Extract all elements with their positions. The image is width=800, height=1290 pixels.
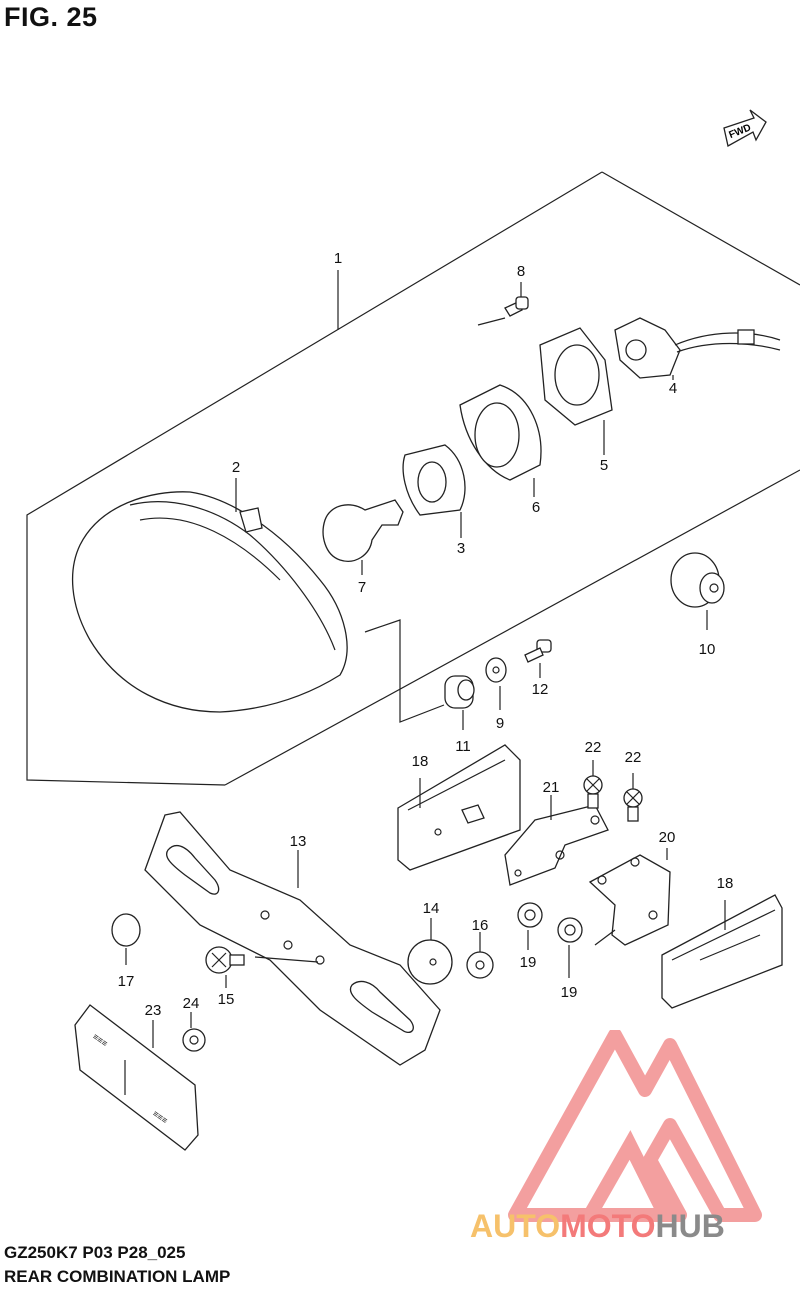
screw-15-part bbox=[205, 946, 245, 988]
socket-ring-part bbox=[459, 384, 542, 497]
logo-moto: MOTO bbox=[560, 1208, 655, 1244]
screw-22a-part bbox=[583, 760, 603, 809]
grommet-14-part bbox=[407, 918, 453, 985]
callout-12: 12 bbox=[532, 681, 549, 698]
automotohub-logo: AUTOMOTOHUB bbox=[470, 1030, 762, 1244]
nut-19b-part bbox=[557, 917, 583, 978]
callout-6: 6 bbox=[532, 499, 540, 516]
nut-19a-part bbox=[517, 902, 543, 950]
callout-8: 8 bbox=[517, 263, 525, 280]
license-bracket-13-part bbox=[144, 811, 441, 1066]
callout-20: 20 bbox=[659, 829, 676, 846]
lamp-housing-part bbox=[72, 478, 348, 713]
callout-18b: 18 bbox=[717, 875, 734, 892]
screw-12-part bbox=[524, 639, 552, 678]
callout-22a: 22 bbox=[585, 739, 602, 756]
callout-22b: 22 bbox=[625, 749, 642, 766]
grommet-11-part bbox=[364, 619, 475, 730]
callout-23: 23 bbox=[145, 1002, 162, 1019]
reflector-18a-part bbox=[397, 744, 521, 871]
screw-8-part bbox=[477, 282, 529, 326]
nut-24-part bbox=[182, 1012, 206, 1052]
callout-3: 3 bbox=[457, 540, 465, 557]
footer-diagram-name: REAR COMBINATION LAMP bbox=[4, 1267, 231, 1286]
callout-4: 4 bbox=[669, 380, 677, 397]
callout-17: 17 bbox=[118, 973, 135, 990]
callout-7: 7 bbox=[358, 579, 366, 596]
logo-hub: HUB bbox=[655, 1208, 724, 1244]
callout-24: 24 bbox=[183, 995, 200, 1012]
callout-19b: 19 bbox=[561, 984, 578, 1001]
callout-15: 15 bbox=[218, 991, 235, 1008]
callout-2: 2 bbox=[232, 459, 240, 476]
bracket-20-part bbox=[588, 848, 671, 946]
bulb-part bbox=[322, 499, 404, 575]
footer-diagram-code: GZ250K7 P03 P28_025 bbox=[4, 1243, 186, 1262]
assembly-outline bbox=[26, 171, 800, 786]
washer-9-part bbox=[485, 657, 507, 710]
license-lens-23-part: ≡≡≡ ≡≡≡ bbox=[74, 1004, 199, 1151]
callout-18a: 18 bbox=[412, 753, 429, 770]
socket-wire-part bbox=[614, 317, 781, 380]
collar-16-part bbox=[466, 932, 494, 979]
callout-21: 21 bbox=[543, 779, 560, 796]
figure-title: FIG. 25 bbox=[4, 2, 98, 32]
fwd-arrow-icon: FWD bbox=[723, 109, 767, 147]
screw-22b-part bbox=[623, 773, 643, 822]
callout-5: 5 bbox=[600, 457, 608, 474]
holder-ring-part bbox=[402, 444, 466, 538]
callout-13: 13 bbox=[290, 833, 307, 850]
callout-14: 14 bbox=[423, 900, 440, 917]
callout-19a: 19 bbox=[520, 954, 537, 971]
logo-triangle-icon bbox=[508, 1030, 762, 1222]
cap-17-part bbox=[111, 913, 141, 965]
logo-text: AUTOMOTOHUB bbox=[470, 1208, 725, 1244]
grommet-10-part bbox=[670, 552, 725, 630]
callout-9: 9 bbox=[496, 715, 504, 732]
callout-11: 11 bbox=[455, 738, 471, 755]
reflector-18b-part bbox=[661, 894, 783, 1009]
logo-auto: AUTO bbox=[470, 1208, 560, 1244]
gasket-plate-part bbox=[539, 327, 613, 455]
callout-10: 10 bbox=[699, 641, 716, 658]
bracket-21-part bbox=[504, 795, 609, 886]
callout-16: 16 bbox=[472, 917, 489, 934]
callout-1: 1 bbox=[334, 250, 342, 267]
